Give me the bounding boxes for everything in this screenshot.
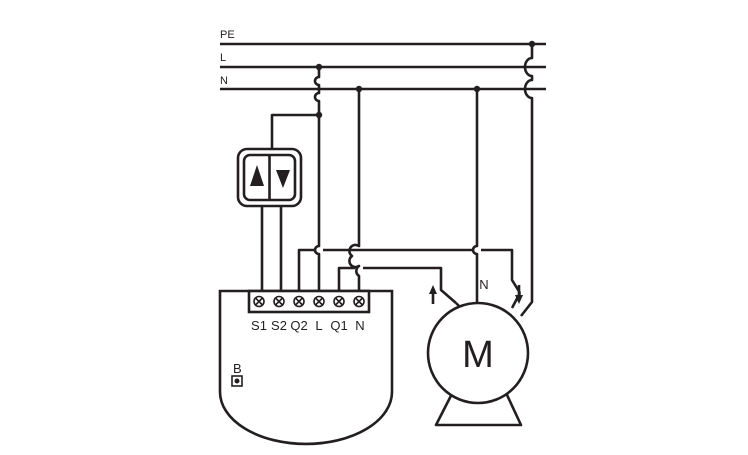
- terminal-screw-s2: [273, 295, 285, 308]
- n-module-wire: [348, 89, 361, 291]
- q2-motor-wire: [297, 248, 522, 294]
- terminal-label-q2: Q2: [290, 318, 307, 333]
- terminal-label-q1: Q1: [330, 318, 347, 333]
- terminal-screws: [253, 295, 365, 308]
- terminal-screw-q2: [293, 295, 305, 308]
- wires: [260, 44, 534, 317]
- switch-common-wire: [270, 113, 319, 150]
- terminal-label-s2: S2: [271, 318, 287, 333]
- terminal-label-n: N: [355, 318, 364, 333]
- motor-base: [434, 381, 523, 427]
- service-button: [231, 375, 243, 387]
- pe-motor-wire: [519, 44, 534, 317]
- module-body: [218, 289, 394, 446]
- terminal-labels: S1 S2 Q2 L Q1 N: [251, 318, 365, 333]
- n-junction-dot: [355, 85, 363, 93]
- button-b-label: B: [233, 361, 242, 376]
- motor-letter: M: [462, 334, 494, 376]
- controller-module: S1 S2 Q2 L Q1 N B: [218, 289, 394, 446]
- triangle-up-icon: [250, 165, 264, 186]
- terminal-screw-q1: [333, 295, 345, 308]
- motor-neutral-label: N: [479, 277, 488, 292]
- n-label: N: [220, 75, 228, 87]
- l-supply-wire: [313, 67, 321, 291]
- motor-n-junction-dot: [473, 85, 481, 93]
- q1-motor-wire: [337, 266, 457, 304]
- arrow-up-icon: [429, 285, 437, 304]
- terminal-screw-l: [313, 295, 325, 308]
- terminal-screw-n: [353, 295, 365, 308]
- supply-bus: PE L N: [220, 29, 546, 91]
- service-button-dot: [234, 378, 240, 384]
- terminal-block: [247, 289, 371, 314]
- motor-housing: [426, 301, 530, 405]
- motor-neutral-wire: [471, 89, 479, 282]
- arrow-down-icon: [515, 285, 523, 304]
- pe-junction-dot: [528, 40, 536, 48]
- terminal-screw-s1: [253, 295, 265, 308]
- switch-junction-dot: [315, 111, 323, 119]
- motor: M N: [426, 277, 530, 427]
- junctions: [315, 40, 536, 119]
- l-junction-dot: [315, 63, 323, 71]
- wall-switch: [236, 147, 303, 208]
- pe-label: PE: [220, 29, 235, 41]
- terminal-label-l: L: [315, 318, 322, 333]
- triangle-down-icon: [276, 170, 290, 188]
- terminal-label-s1: S1: [251, 318, 267, 333]
- l-label: L: [220, 52, 226, 64]
